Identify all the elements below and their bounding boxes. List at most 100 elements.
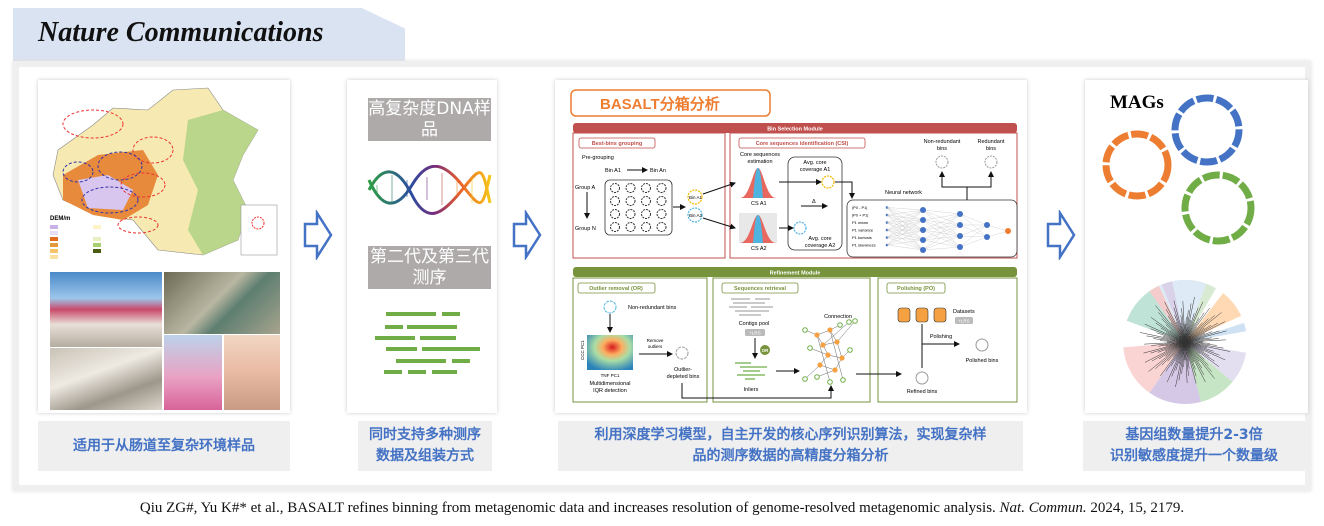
clade-wedge bbox=[1126, 285, 1185, 342]
tree-branch bbox=[1178, 341, 1186, 381]
tree-branch bbox=[1184, 313, 1195, 343]
tree-branch bbox=[1156, 332, 1186, 343]
tree-branch bbox=[1157, 341, 1186, 353]
right-arrow-icon bbox=[1046, 210, 1076, 260]
tree-branch bbox=[1166, 341, 1186, 383]
nonredundant-line2: bins bbox=[937, 146, 947, 152]
dna-sample-box: 高复杂度DNA样品 bbox=[368, 98, 491, 141]
tree-branch bbox=[1184, 341, 1196, 370]
nn-node bbox=[920, 217, 926, 223]
sequencing-label-line2: 数据及组装方式 bbox=[376, 448, 474, 464]
sunset-lake-photo bbox=[224, 335, 280, 410]
tree-branch bbox=[1161, 341, 1186, 366]
network-node bbox=[814, 332, 820, 338]
tree-branch bbox=[1167, 315, 1186, 343]
elevation-legend bbox=[50, 225, 101, 259]
bin-circle bbox=[610, 222, 620, 232]
right-arrow-icon bbox=[512, 210, 542, 260]
tree-branch bbox=[1184, 341, 1220, 367]
tree-branch bbox=[1155, 322, 1186, 343]
database-icon bbox=[897, 307, 947, 323]
target-a2-icon bbox=[793, 221, 807, 235]
polishing-step-label: Polishing bbox=[930, 334, 952, 340]
tree-branch bbox=[1184, 341, 1206, 383]
tree-branch bbox=[1184, 341, 1197, 377]
tree-branch bbox=[1158, 312, 1186, 343]
tree-branch bbox=[1184, 321, 1226, 343]
mags-label: 基因组数量提升2-3倍识别敏感度提升一个数量级 bbox=[1083, 421, 1305, 471]
tree-branch bbox=[1184, 341, 1189, 376]
tree-branch bbox=[1184, 310, 1189, 343]
bin-circle bbox=[656, 196, 667, 206]
bin-circle bbox=[641, 183, 651, 193]
tree-branch bbox=[1164, 301, 1186, 343]
tree-branch bbox=[1184, 315, 1215, 343]
datasets-label: Datasets bbox=[953, 309, 975, 315]
bin-grid bbox=[610, 183, 667, 232]
tree-branch bbox=[1155, 341, 1186, 369]
nn-node bbox=[984, 234, 990, 240]
neural-network-graph bbox=[886, 207, 1011, 253]
nn-node bbox=[920, 247, 926, 253]
tree-branch bbox=[1165, 341, 1186, 372]
sequencing-panel: 高复杂度DNA样品 第二代及第三代测序 bbox=[347, 80, 497, 413]
genome-rings bbox=[1102, 94, 1255, 404]
outlier-depleted-bin-icon bbox=[675, 346, 689, 360]
citation-journal: Nat. Commun. bbox=[999, 500, 1087, 516]
bin-circle bbox=[656, 183, 667, 193]
neural-network-label: Neural network bbox=[885, 190, 922, 196]
tree-branch bbox=[1165, 308, 1186, 343]
nn-feature: P1 skewness bbox=[852, 243, 876, 248]
dna-helix-icon bbox=[367, 165, 492, 215]
tree-branch bbox=[1181, 341, 1186, 374]
bin-circle bbox=[625, 209, 636, 219]
iqr-line1: Multidimensional bbox=[590, 381, 631, 387]
nonredundant-line1: Non-redundant bbox=[924, 139, 961, 145]
tree-branch bbox=[1184, 312, 1222, 343]
nn-node bbox=[920, 207, 926, 213]
contigs-pool-label: Contigs pool bbox=[739, 321, 770, 327]
nonredundant-bin-icon bbox=[935, 155, 949, 169]
tree-branch bbox=[1171, 341, 1186, 377]
network-leaf bbox=[837, 322, 843, 328]
nn-node bbox=[1005, 228, 1011, 234]
right-arrow-icon bbox=[303, 210, 333, 260]
bin-circle bbox=[641, 209, 651, 219]
tnf-pc1-axis-label: TNF PC1 bbox=[601, 373, 620, 378]
nn-node bbox=[920, 237, 926, 243]
network-leaf bbox=[802, 327, 808, 333]
best-bins-label: Best-bins grouping bbox=[592, 141, 642, 147]
tree-branch bbox=[1173, 307, 1186, 343]
refinement-bar bbox=[573, 267, 1017, 277]
bin-a2-circle-label: Bin A2 bbox=[689, 213, 703, 218]
tree-branch bbox=[1151, 341, 1186, 362]
tree-branch bbox=[1184, 341, 1217, 346]
tree-branch bbox=[1139, 332, 1186, 343]
tree-branch bbox=[1150, 317, 1186, 343]
tree-branch bbox=[1184, 331, 1213, 343]
tree-branch bbox=[1146, 335, 1186, 343]
network-leaf bbox=[807, 345, 813, 351]
refined-bins-label: Refined bins bbox=[907, 389, 938, 395]
nn-feature: |P0 - P1| bbox=[852, 205, 867, 210]
remove-outliers-line1: Remove bbox=[647, 338, 664, 343]
bin-circle bbox=[625, 222, 636, 232]
outlier-depleted-line2: depleted bins bbox=[667, 374, 700, 380]
tree-branch bbox=[1150, 341, 1186, 354]
network-node bbox=[834, 339, 840, 345]
basalt-panel: BASALT分箱分析 Bin Selection Module Best-bin… bbox=[555, 80, 1027, 413]
mags-title: MAGs bbox=[1110, 92, 1164, 113]
basalt-workflow-diagram: BASALT分箱分析 Bin Selection Module Best-bin… bbox=[570, 89, 1018, 403]
delta-label: Δ bbox=[812, 199, 816, 205]
tree-branch bbox=[1184, 341, 1209, 366]
network-node bbox=[825, 352, 831, 358]
pink-lake-photo bbox=[164, 335, 222, 410]
polished-bin-icon bbox=[975, 338, 989, 352]
tree-branch bbox=[1144, 323, 1186, 343]
tree-branch bbox=[1150, 328, 1186, 343]
tree-branch bbox=[1182, 301, 1186, 343]
bin-circle bbox=[625, 183, 636, 193]
sequences-retrieval-label: Sequences retrieval bbox=[734, 286, 786, 292]
sequencing-box: 第二代及第三代测序 bbox=[368, 246, 491, 289]
genome-ring-green bbox=[1181, 171, 1255, 245]
